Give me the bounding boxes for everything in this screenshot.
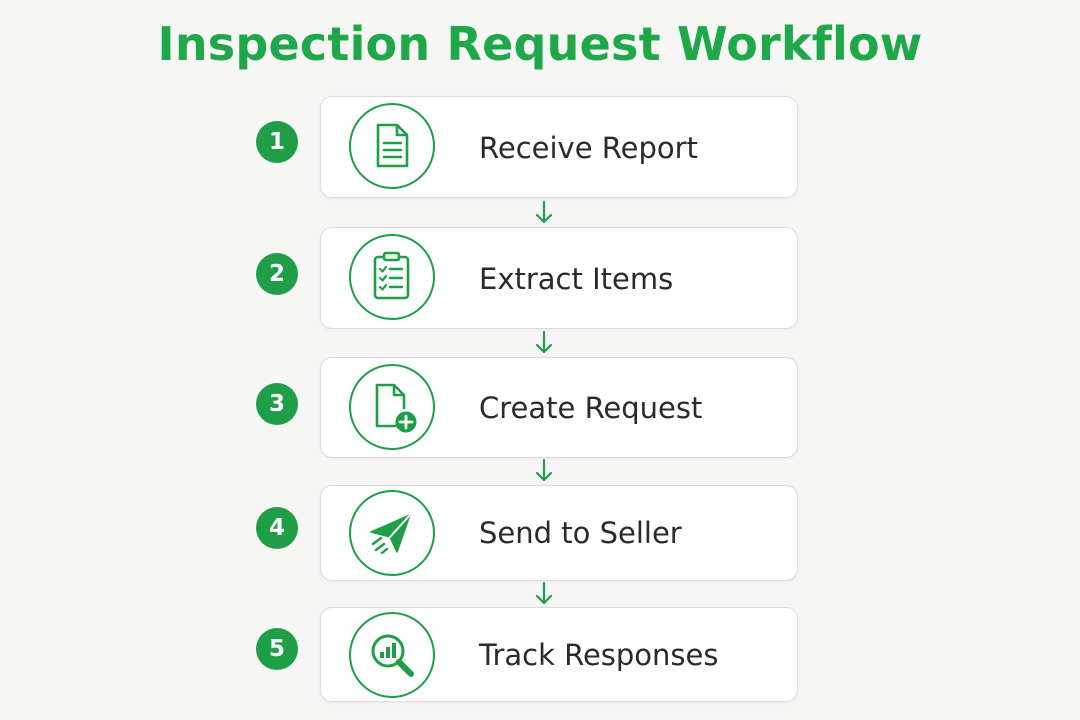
step-number-badge: 4	[256, 507, 298, 549]
step-number-badge: 5	[256, 628, 298, 670]
step-card-receive-report: Receive Report	[320, 96, 798, 198]
step-label: Extract Items	[479, 262, 674, 296]
flow-arrow-down-icon	[535, 200, 553, 224]
step-label: Track Responses	[479, 638, 719, 672]
step-label: Send to Seller	[479, 516, 682, 550]
document-icon	[349, 103, 435, 189]
step-number-badge: 3	[256, 383, 298, 425]
step-number-badge: 2	[256, 253, 298, 295]
flow-arrow-down-icon	[535, 330, 553, 354]
step-label: Receive Report	[479, 131, 698, 165]
diagram-title: Inspection Request Workflow	[157, 17, 923, 71]
step-card-extract-items: Extract Items	[320, 227, 798, 329]
step-label: Create Request	[479, 391, 703, 425]
paper-plane-icon	[349, 490, 435, 576]
step-card-track-responses: Track Responses	[320, 607, 798, 702]
flow-arrow-down-icon	[535, 458, 553, 482]
flow-arrow-down-icon	[535, 581, 553, 605]
step-card-create-request: Create Request	[320, 357, 798, 458]
step-card-send-to-seller: Send to Seller	[320, 485, 798, 581]
clipboard-checklist-icon	[349, 234, 435, 320]
add-document-icon	[349, 364, 435, 450]
step-number-badge: 1	[256, 121, 298, 163]
magnify-chart-icon	[349, 612, 435, 698]
